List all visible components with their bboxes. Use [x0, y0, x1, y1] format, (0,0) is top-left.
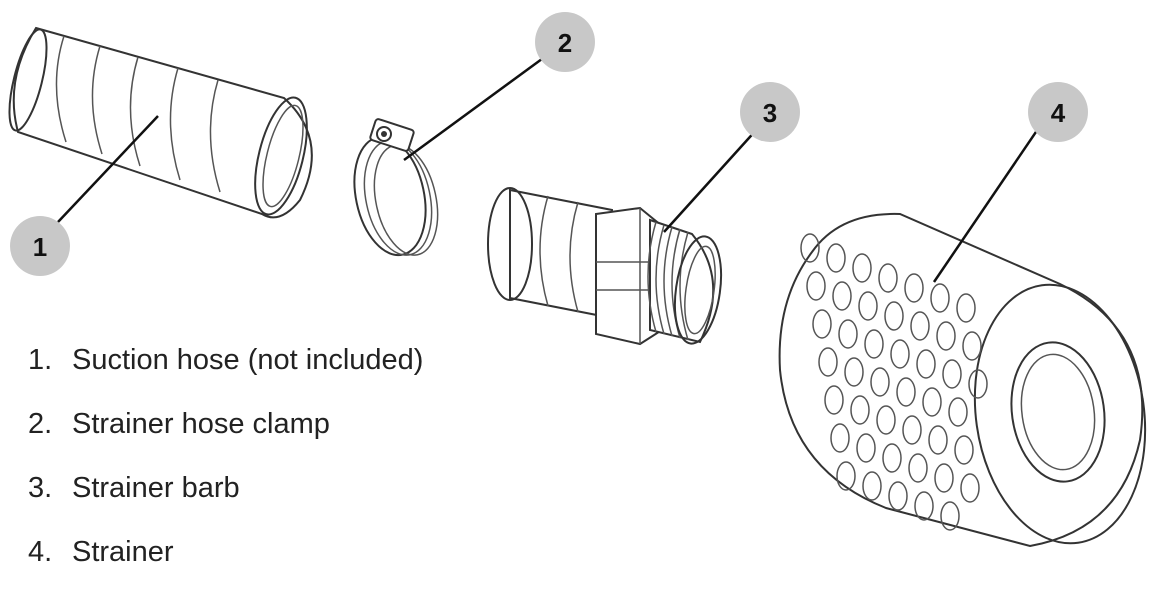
strainer-hole [934, 463, 954, 493]
strainer-hole [914, 491, 934, 521]
parts-diagram: 1 2 3 4 [8, 12, 1147, 548]
strainer-hole [902, 415, 922, 445]
strainer-hole [908, 453, 928, 483]
strainer-barb-drawing [487, 187, 723, 346]
strainer-hole [850, 395, 870, 425]
strainer-hole [930, 283, 950, 313]
strainer-hole [968, 369, 988, 399]
legend-label: Strainer [72, 536, 174, 568]
legend-label: Strainer barb [72, 472, 240, 504]
callout-2: 2 [535, 12, 595, 72]
legend-item-suction-hose: 1. Suction hose (not included) [28, 336, 423, 400]
strainer-hole [864, 329, 884, 359]
strainer-hole [876, 405, 896, 435]
strainer-perforations [800, 233, 988, 531]
strainer-hole [832, 281, 852, 311]
strainer-hole [888, 481, 908, 511]
callout-4: 4 [1028, 82, 1088, 142]
strainer-hole [858, 291, 878, 321]
callout-1: 1 [10, 216, 70, 276]
legend-label: Suction hose (not included) [72, 344, 424, 376]
legend-item-hose-clamp: 2. Strainer hose clamp [28, 400, 423, 464]
suction-hose-drawing [8, 26, 313, 219]
strainer-hole [856, 433, 876, 463]
strainer-hole [824, 385, 844, 415]
strainer-hole [910, 311, 930, 341]
legend-item-strainer: 4. Strainer [28, 528, 423, 592]
strainer-hole [954, 435, 974, 465]
strainer-hole [928, 425, 948, 455]
legend-number: 1. [28, 344, 53, 376]
strainer-hole [942, 359, 962, 389]
callout-3: 3 [740, 82, 800, 142]
legend-number: 4. [28, 536, 53, 568]
strainer-hole [960, 473, 980, 503]
callout-3-number: 3 [763, 98, 777, 128]
parts-legend: 1. Suction hose (not included) 2. Strainer… [28, 336, 423, 592]
strainer-drawing [778, 212, 1147, 548]
callout-4-number: 4 [1051, 98, 1066, 128]
strainer-hole [830, 423, 850, 453]
legend-number: 2. [28, 408, 53, 440]
strainer-hole [870, 367, 890, 397]
strainer-hole [922, 387, 942, 417]
strainer-hole [836, 461, 856, 491]
strainer-hole [838, 319, 858, 349]
strainer-hole [844, 357, 864, 387]
strainer-hole [896, 377, 916, 407]
strainer-hole [852, 253, 872, 283]
strainer-hole [956, 293, 976, 323]
strainer-hole [962, 331, 982, 361]
strainer-hole [948, 397, 968, 427]
leader-lines [57, 54, 1042, 283]
callout-2-number: 2 [558, 28, 572, 58]
strainer-hole [916, 349, 936, 379]
strainer-hole [812, 309, 832, 339]
strainer-hole [884, 301, 904, 331]
strainer-hole [882, 443, 902, 473]
strainer-hole [890, 339, 910, 369]
strainer-hole [904, 273, 924, 303]
strainer-hole [862, 471, 882, 501]
strainer-hole [826, 243, 846, 273]
strainer-hole [800, 233, 820, 263]
strainer-hole [806, 271, 826, 301]
callout-1-number: 1 [33, 232, 47, 262]
hose-clamp-drawing [353, 118, 439, 257]
legend-label: Strainer hose clamp [72, 408, 330, 440]
strainer-hole [878, 263, 898, 293]
legend-number: 3. [28, 472, 53, 504]
legend-item-strainer-barb: 3. Strainer barb [28, 464, 423, 528]
strainer-hole [940, 501, 960, 531]
strainer-hole [936, 321, 956, 351]
strainer-hole [818, 347, 838, 377]
